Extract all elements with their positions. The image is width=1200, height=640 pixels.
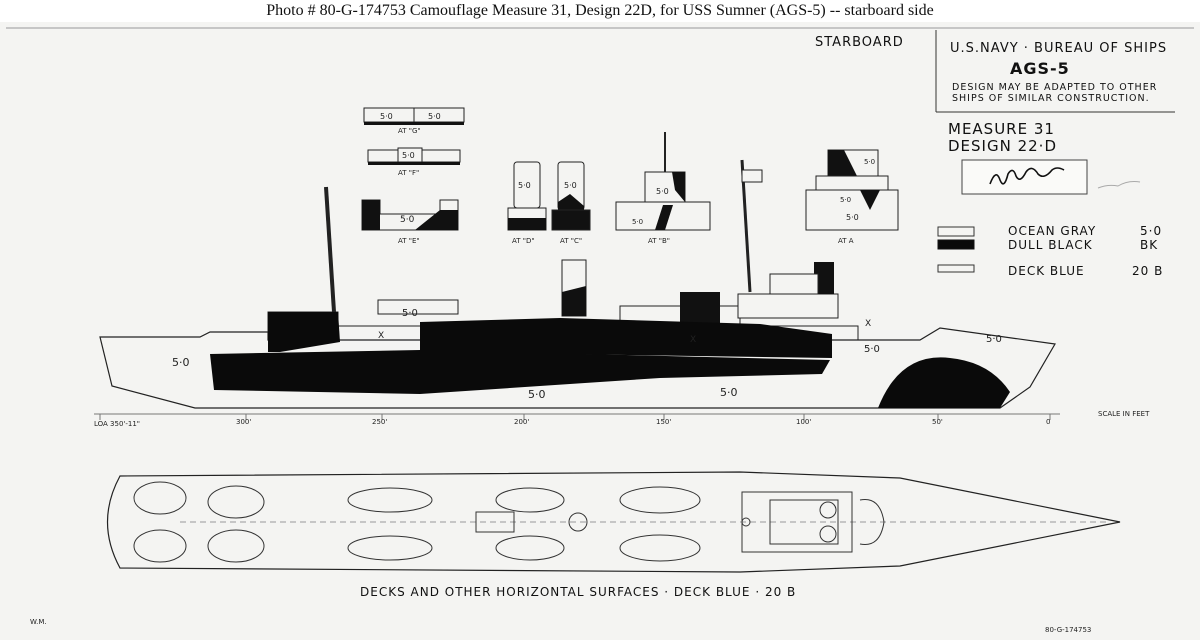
plan-caption: DECKS AND OTHER HORIZONTAL SURFACES · DE… <box>360 585 796 599</box>
measure-title: MEASURE 31 <box>948 120 1055 138</box>
svg-text:5·0: 5·0 <box>518 181 531 190</box>
scale-label: SCALE IN FEET <box>1098 410 1150 418</box>
legend-code-deck-blue: 20 B <box>1132 264 1163 278</box>
signature-box <box>961 159 1088 195</box>
camo-band-2 <box>420 318 832 358</box>
svg-text:5·0: 5·0 <box>632 218 643 226</box>
svg-text:5·0: 5·0 <box>864 158 875 166</box>
signature-scribble <box>989 167 1065 185</box>
section-label-e: AT "E" <box>398 237 420 245</box>
drawing-canvas: STARBOARD U.S.NAVY · BUREAU OF SHIPS AGS… <box>6 27 1194 634</box>
deck-plan: DECKS AND OTHER HORIZONTAL SURFACES · DE… <box>107 471 1121 599</box>
section-at-a: 5·0 5·0 5·0 AT A <box>805 149 899 245</box>
svg-text:5·0: 5·0 <box>564 181 577 190</box>
legend-swatch-dull-black <box>937 239 975 250</box>
side-label: STARBOARD <box>815 35 904 50</box>
svg-text:5·0: 5·0 <box>402 308 418 319</box>
svg-text:5·0: 5·0 <box>380 112 393 121</box>
svg-text:5·0: 5·0 <box>986 334 1002 345</box>
legend-swatch-ocean-gray <box>937 226 975 237</box>
ship-profile: 5·0 5·0 5·0 5·0 5·0 5·0 X X X <box>99 159 1056 409</box>
camo-bow-patch <box>878 357 1010 408</box>
camouflage-drawing: STARBOARD U.S.NAVY · BUREAU OF SHIPS AGS… <box>0 22 1200 640</box>
section-at-e: 5·0 AT "E" <box>361 199 459 245</box>
svg-text:5·0: 5·0 <box>656 187 669 196</box>
section-label-b: AT "B" <box>648 237 670 245</box>
section-at-c: 5·0 AT "C" <box>551 161 591 245</box>
section-label-f: AT "F" <box>398 169 419 177</box>
draftsman-initials: W.M. <box>30 618 47 626</box>
mast-flag-box <box>741 169 763 183</box>
section-at-f: 5·0 AT "F" <box>367 147 461 177</box>
svg-text:5·0: 5·0 <box>402 151 415 160</box>
svg-text:100': 100' <box>796 418 811 426</box>
svg-text:150': 150' <box>656 418 671 426</box>
svg-text:X: X <box>865 319 871 329</box>
section-at-d: 5·0 AT "D" <box>507 161 547 245</box>
section-label-c: AT "C" <box>560 237 582 245</box>
section-label-g: AT "G" <box>398 127 421 135</box>
photo-caption: Photo # 80-G-174753 Camouflage Measure 3… <box>266 2 934 19</box>
svg-text:200': 200' <box>514 418 529 426</box>
scale-in-feet: LOA 350'-11" 300' 250' 200' 150' 100' 50… <box>94 410 1150 428</box>
svg-text:50': 50' <box>932 418 943 426</box>
legend-name-ocean-gray: OCEAN GRAY <box>1008 224 1096 238</box>
svg-text:5·0: 5·0 <box>840 196 851 204</box>
legend-name-deck-blue: DECK BLUE <box>1008 264 1085 278</box>
svg-text:LOA 350'-11": LOA 350'-11" <box>94 420 140 428</box>
section-label-d: AT "D" <box>512 237 535 245</box>
legend: OCEAN GRAY 5·0 DULL BLACK BK DECK BLUE 2… <box>937 224 1163 278</box>
section-at-b: 5·0 5·0 AT "B" <box>615 132 711 245</box>
section-label-a: AT A <box>838 237 854 245</box>
legend-swatch-deck-blue <box>937 264 975 273</box>
svg-text:0: 0 <box>1046 418 1050 426</box>
camo-band-1 <box>210 350 830 394</box>
title-block: U.S.NAVY · BUREAU OF SHIPS AGS-5 DESIGN … <box>935 30 1175 195</box>
svg-text:5·0: 5·0 <box>400 215 415 225</box>
svg-text:X: X <box>690 335 696 345</box>
legend-name-dull-black: DULL BLACK <box>1008 238 1093 252</box>
svg-text:5·0: 5·0 <box>428 112 441 121</box>
ship-designation: AGS-5 <box>1010 59 1070 78</box>
svg-text:250': 250' <box>372 418 387 426</box>
svg-text:X: X <box>378 331 384 341</box>
legend-code-dull-black: BK <box>1140 238 1158 252</box>
foremast <box>324 186 336 313</box>
svg-text:5·0: 5·0 <box>528 388 546 401</box>
agency-title: U.S.NAVY · BUREAU OF SHIPS <box>950 41 1167 56</box>
date-scribble <box>1097 181 1141 189</box>
archive-stamp: 80-G-174753 <box>1045 626 1091 634</box>
svg-text:300': 300' <box>236 418 251 426</box>
design-title: DESIGN 22·D <box>948 137 1057 155</box>
funnel-plan-icon <box>568 512 588 532</box>
legend-code-ocean-gray: 5·0 <box>1140 224 1162 238</box>
svg-text:5·0: 5·0 <box>720 386 738 399</box>
section-at-g: 5·0 5·0 AT "G" <box>363 107 465 135</box>
svg-text:5·0: 5·0 <box>846 213 859 222</box>
design-note-line1: DESIGN MAY BE ADAPTED TO OTHER <box>952 82 1157 93</box>
svg-text:5·0: 5·0 <box>172 356 190 369</box>
design-note-line2: SHIPS OF SIMILAR CONSTRUCTION. <box>952 93 1150 104</box>
svg-text:5·0: 5·0 <box>864 344 880 355</box>
